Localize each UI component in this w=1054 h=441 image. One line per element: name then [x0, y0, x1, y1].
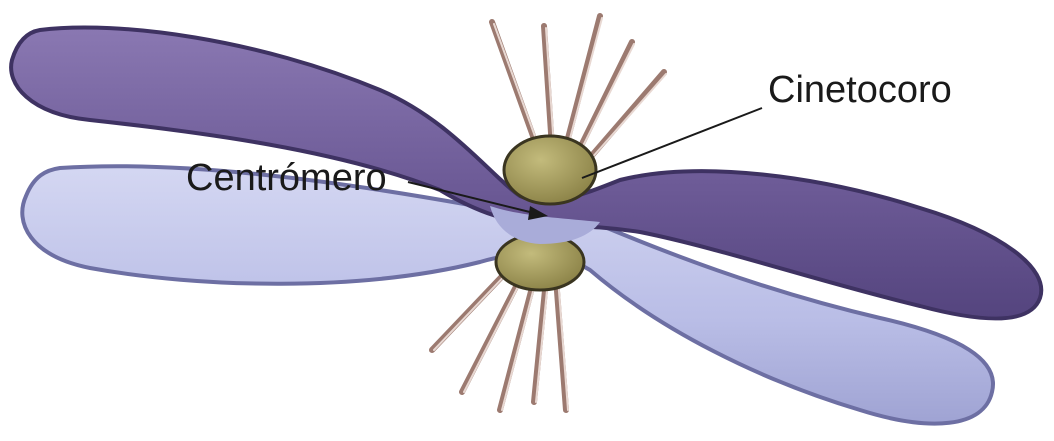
kinetochore-pointer [582, 108, 762, 178]
upper-kinetochore [504, 136, 596, 204]
microtubule [500, 280, 534, 410]
microtubule [432, 268, 510, 350]
centromere-label: Centrómero [186, 157, 387, 199]
microtubule [462, 275, 522, 392]
microtubule [566, 16, 600, 146]
microtubule [556, 278, 566, 410]
microtubule [492, 22, 538, 150]
microtubule [534, 280, 546, 402]
kinetochore-label: Cinetocoro [768, 69, 952, 111]
microtubule [588, 72, 664, 160]
